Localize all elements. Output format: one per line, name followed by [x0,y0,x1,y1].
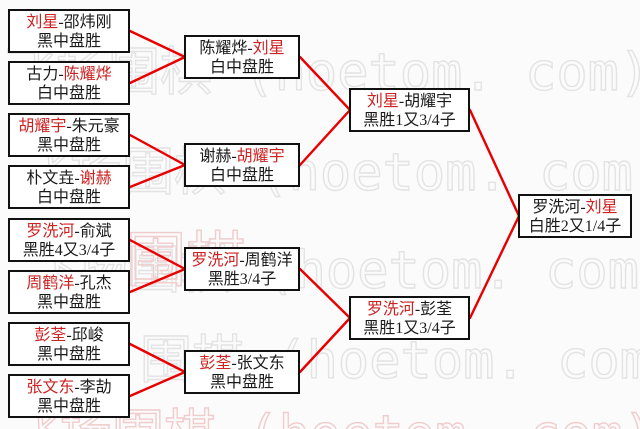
connector-line [468,108,521,218]
connector-line [128,55,187,85]
match-box-sf-1: 刘星-胡耀宇 黑胜1又3/4子 [349,88,470,132]
winner-name: 罗洗河 [366,301,415,318]
match-result: 黑中盘胜 [36,137,101,154]
match-result: 黑胜4又3/4子 [22,242,116,259]
connector-line [468,214,521,320]
winner-name: 彭荃 [199,355,232,372]
match-players: 罗洗河-周鹤洋 [191,252,293,269]
connector-line [298,108,352,167]
connector-line [128,370,187,398]
match-result: 白中盘胜 [209,59,274,76]
match-box-r1-2: 古力-陈耀烨 白中盘胜 [8,61,130,105]
match-result: 黑中盘胜 [36,33,101,50]
match-box-r2-2: 谢赫-胡耀宇 白中盘胜 [184,143,300,187]
match-players: 谢赫-胡耀宇 [199,148,285,165]
match-box-r2-4: 彭荃-张文东 黑中盘胜 [184,350,300,394]
match-box-r2-1: 陈耀烨-刘星 白中盘胜 [184,35,300,79]
match-players: 朴文垚-谢赫 [26,170,112,187]
match-box-r1-7: 彭荃-邱峻 黑中盘胜 [8,322,130,366]
match-players: 罗洗河-彭荃 [366,301,453,318]
match-box-r1-6: 周鹤洋-孔杰 黑中盘胜 [8,270,130,314]
match-result: 黑胜3/4子 [207,271,277,288]
match-box-r1-5: 罗洗河-俞斌 黑胜4又3/4子 [8,218,130,262]
connector-line [128,133,187,167]
match-result: 黑中盘胜 [36,294,101,311]
match-result: 黑胜1又3/4子 [363,112,456,129]
match-result: 白中盘胜 [36,189,101,206]
winner-name: 张文东 [26,379,75,396]
match-box-r2-3: 罗洗河-周鹤洋 黑胜3/4子 [184,247,300,291]
connector-line [298,55,352,112]
winner-name: 刘星 [585,199,618,216]
winner-name: 刘星 [366,93,399,110]
winner-name: 陈耀烨 [63,66,112,83]
winner-name: 胡耀宇 [18,118,67,135]
match-players: 刘星-邵炜刚 [26,14,112,31]
winner-name: 罗洗河 [26,223,75,240]
match-players: 刘星-胡耀宇 [366,93,453,110]
match-box-r1-1: 刘星-邵炜刚 黑中盘胜 [8,9,130,53]
match-players: 张文东-李劼 [26,379,112,396]
match-players: 古力-陈耀烨 [26,66,112,83]
connector-line [298,267,352,320]
winner-name: 刘星 [26,14,59,31]
connector-line [298,316,352,374]
match-players: 罗洗河-俞斌 [26,223,112,240]
match-players: 彭荃-邱峻 [34,327,104,344]
match-result: 黑中盘胜 [209,374,274,391]
connector-line [128,238,187,271]
connector-line [128,163,187,189]
connector-line [128,342,187,374]
winner-name: 胡耀宇 [236,148,285,165]
match-box-final: 罗洗河-刘星 白胜2又1/4子 [518,194,632,238]
match-box-r1-8: 张文东-李劼 黑中盘胜 [8,374,130,418]
match-box-r1-4: 朴文垚-谢赫 白中盘胜 [8,165,130,209]
match-players: 胡耀宇-朱元豪 [18,118,120,135]
winner-name: 周鹤洋 [26,275,75,292]
match-result: 白胜2又1/4子 [528,218,622,235]
connector-line [128,29,187,59]
connector-line [128,267,187,294]
match-result: 黑中盘胜 [36,398,101,415]
winner-name: 刘星 [252,40,285,57]
match-result: 白中盘胜 [209,167,274,184]
match-result: 黑中盘胜 [36,346,101,363]
match-box-r1-3: 胡耀宇-朱元豪 黑中盘胜 [8,113,130,157]
winner-name: 谢赫 [79,170,112,187]
match-result: 黑胜1又3/4子 [363,320,456,337]
match-players: 陈耀烨-刘星 [199,40,285,57]
match-result: 白中盘胜 [36,85,101,102]
match-players: 周鹤洋-孔杰 [26,275,112,292]
winner-name: 罗洗河 [191,252,240,269]
winner-name: 彭荃 [34,327,67,344]
match-players: 彭荃-张文东 [199,355,285,372]
match-box-sf-2: 罗洗河-彭荃 黑胜1又3/4子 [349,296,470,340]
match-players: 罗洗河-刘星 [532,199,618,216]
